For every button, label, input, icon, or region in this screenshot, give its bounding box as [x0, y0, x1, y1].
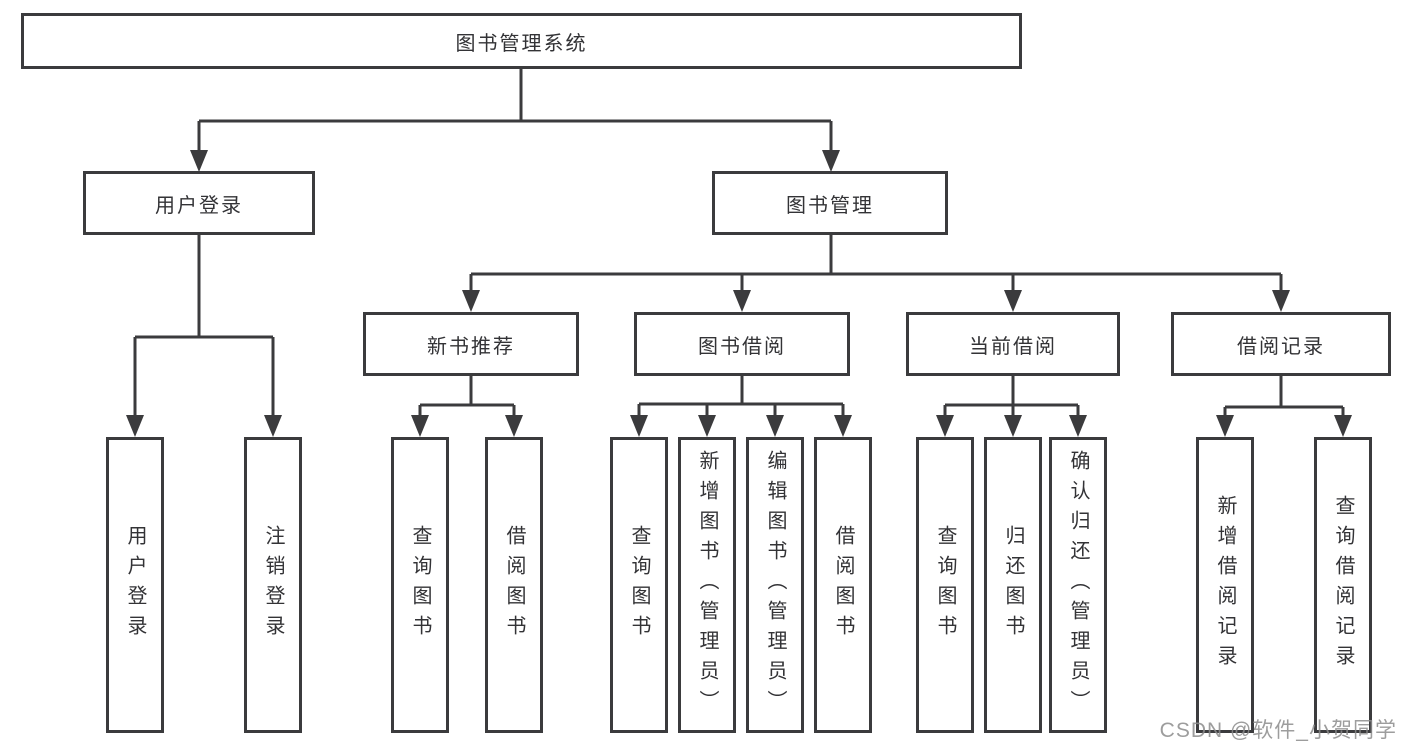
node-book-management-label: 图书管理 — [786, 194, 874, 217]
leaf-user-login: 用户登录 — [106, 437, 164, 733]
leaf-borrow-query-books: 查询图书 — [610, 437, 668, 733]
leaf-recommend-query-books: 查询图书 — [391, 437, 449, 733]
leaf-current-query-books: 查询图书 — [916, 437, 974, 733]
leaf-recommend-borrow-books-label: 借阅图书 — [503, 525, 525, 645]
node-user-login-label: 用户登录 — [155, 194, 243, 217]
node-root-label: 图书管理系统 — [455, 32, 588, 55]
leaf-records-add-record-label: 新增借阅记录 — [1214, 495, 1236, 675]
leaf-borrow-query-books-label: 查询图书 — [628, 525, 650, 645]
leaf-current-query-books-label: 查询图书 — [934, 525, 956, 645]
leaf-logout-label: 注销登录 — [262, 525, 284, 645]
node-current-borrow: 当前借阅 — [906, 312, 1120, 376]
node-borrow-records: 借阅记录 — [1171, 312, 1391, 376]
node-book-borrow: 图书借阅 — [634, 312, 850, 376]
leaf-borrow-borrow-books: 借阅图书 — [814, 437, 872, 733]
csdn-watermark: CSDN @软件_小贺同学 — [1159, 719, 1397, 742]
leaf-user-login-label: 用户登录 — [124, 525, 146, 645]
node-user-login: 用户登录 — [83, 171, 315, 235]
leaf-borrow-borrow-books-label: 借阅图书 — [832, 525, 854, 645]
node-book-management: 图书管理 — [712, 171, 948, 235]
node-root-system: 图书管理系统 — [21, 13, 1022, 69]
leaf-current-return-books: 归还图书 — [984, 437, 1042, 733]
leaf-logout: 注销登录 — [244, 437, 302, 733]
leaf-records-query-record-label: 查询借阅记录 — [1332, 495, 1354, 675]
node-current-borrow-label: 当前借阅 — [969, 335, 1057, 358]
arrow-heads — [126, 150, 1352, 437]
leaf-records-add-record: 新增借阅记录 — [1196, 437, 1254, 733]
leaf-borrow-edit-books-admin: 编辑图书（管理员） — [746, 437, 804, 733]
leaf-borrow-edit-books-admin-label: 编辑图书（管理员） — [764, 450, 786, 720]
leaf-records-query-record: 查询借阅记录 — [1314, 437, 1372, 733]
node-new-book-recommend-label: 新书推荐 — [427, 335, 515, 358]
leaf-current-confirm-return-admin-label: 确认归还（管理员） — [1067, 450, 1089, 720]
node-book-borrow-label: 图书借阅 — [698, 335, 786, 358]
leaf-recommend-query-books-label: 查询图书 — [409, 525, 431, 645]
leaf-recommend-borrow-books: 借阅图书 — [485, 437, 543, 733]
tree-edges — [133, 69, 1345, 423]
node-borrow-records-label: 借阅记录 — [1237, 335, 1325, 358]
leaf-borrow-add-books-admin-label: 新增图书（管理员） — [696, 450, 718, 720]
leaf-current-return-books-label: 归还图书 — [1002, 525, 1024, 645]
leaf-borrow-add-books-admin: 新增图书（管理员） — [678, 437, 736, 733]
node-new-book-recommend: 新书推荐 — [363, 312, 579, 376]
leaf-current-confirm-return-admin: 确认归还（管理员） — [1049, 437, 1107, 733]
